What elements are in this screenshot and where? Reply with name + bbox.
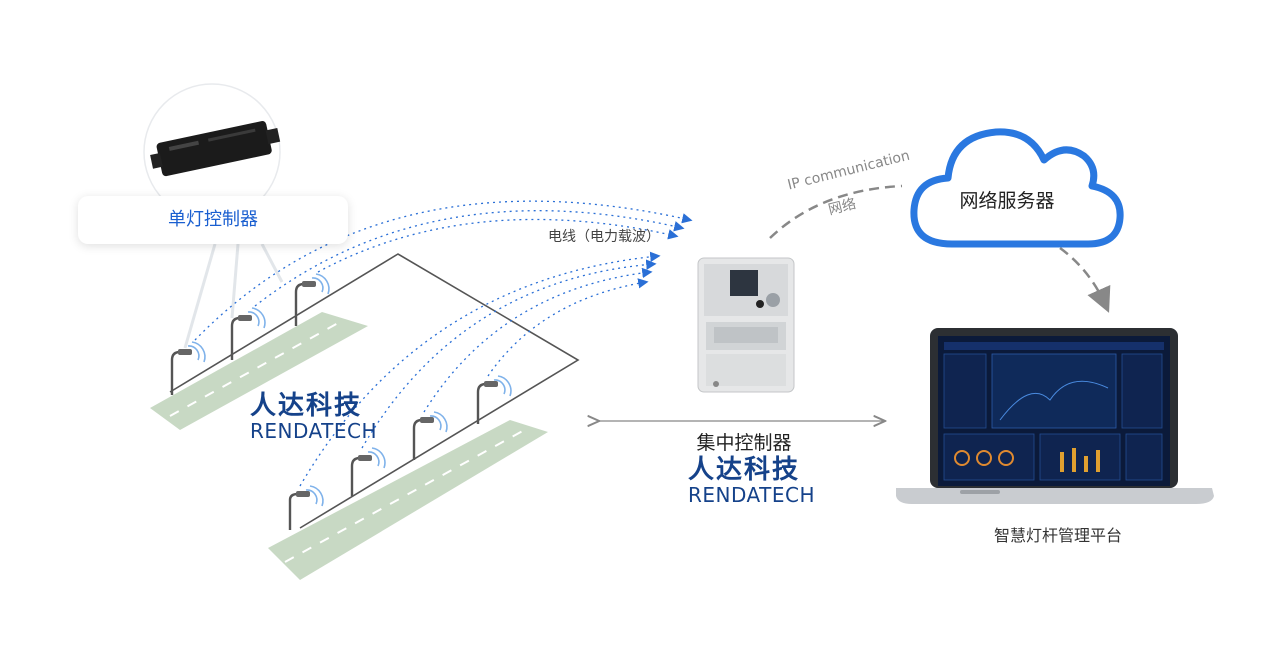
road-lower	[268, 420, 548, 580]
brand-logo-left: 人达科技 RENDATECH	[250, 392, 377, 442]
concentrator-device	[697, 257, 795, 393]
cloud-shape	[910, 128, 1124, 248]
logo-cn: 人达科技	[250, 391, 363, 421]
powerline-signal-arcs	[194, 200, 693, 487]
controller-callout: 单灯控制器	[78, 196, 348, 244]
server-label: 网络服务器	[959, 190, 1055, 212]
logo-en: RENDATECH	[688, 483, 816, 507]
powerline-label: 电线（电力载波）	[548, 229, 660, 245]
power-wire	[169, 253, 580, 529]
server-link	[1059, 246, 1111, 313]
street-lamps-upper	[170, 281, 316, 395]
logo-cn: 人达科技	[688, 455, 801, 485]
ip-link	[769, 184, 903, 239]
road-upper	[150, 312, 368, 430]
concentrator-label: 集中控制器	[696, 432, 792, 454]
brand-logo-center: 人达科技 RENDATECH	[688, 456, 815, 506]
controller-device-image	[143, 83, 281, 221]
single-lamp-controller-label: 单灯控制器	[168, 209, 258, 230]
bubble-pointer-lines	[183, 243, 284, 349]
signal-rings	[187, 273, 512, 507]
logo-en: RENDATECH	[250, 419, 378, 443]
street-lamps-lower	[288, 381, 498, 530]
laptop	[896, 328, 1214, 504]
platform-label: 智慧灯杆管理平台	[994, 526, 1123, 545]
